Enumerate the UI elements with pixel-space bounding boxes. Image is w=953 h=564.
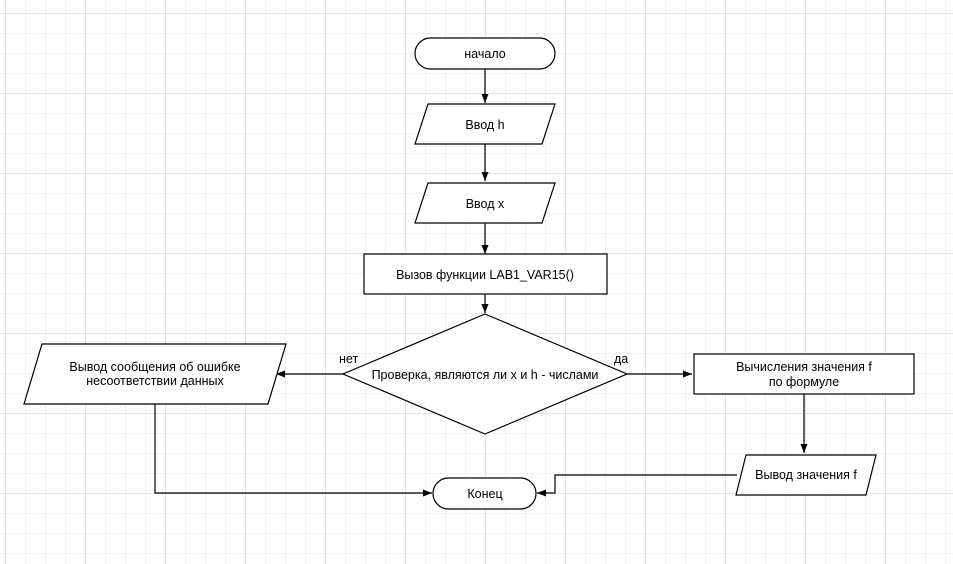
node-start-label: начало xyxy=(464,47,505,61)
node-output-f[interactable]: Вывод значения f xyxy=(735,454,877,496)
node-error-msg-line2: несоответствии данных xyxy=(86,374,224,388)
node-error-msg-line1: Вывод сообщения об ошибке xyxy=(69,360,240,374)
node-check[interactable]: Проверка, являются ли x и h - числами xyxy=(341,313,629,435)
node-input-x[interactable]: Ввод x xyxy=(414,182,556,224)
node-compute-line1: Вычисления значения f xyxy=(736,360,872,374)
node-input-x-label: Ввод x xyxy=(466,197,505,211)
node-output-f-label: Вывод значения f xyxy=(755,468,857,482)
node-end-label: Конец xyxy=(467,487,502,501)
node-input-h[interactable]: Ввод h xyxy=(414,103,556,145)
node-call-func-label: Вызов функции LAB1_VAR15() xyxy=(396,268,574,282)
node-start[interactable]: начало xyxy=(414,37,556,70)
connector-error-to-end xyxy=(154,404,432,497)
connector-output-to-end xyxy=(537,474,737,497)
node-check-label: Проверка, являются ли x и h - числами xyxy=(372,368,599,382)
edge-label-yes: да xyxy=(614,352,628,366)
connectors xyxy=(154,69,808,497)
node-end[interactable]: Конец xyxy=(432,477,537,510)
edge-label-no: нет xyxy=(339,352,358,366)
node-call-func[interactable]: Вызов функции LAB1_VAR15() xyxy=(363,253,608,295)
node-compute-line2: по формуле xyxy=(769,375,839,389)
node-compute[interactable]: Вычисления значения f по формуле xyxy=(693,353,915,395)
node-input-h-label: Ввод h xyxy=(465,118,504,132)
node-error-msg[interactable]: Вывод сообщения об ошибке несоответствии… xyxy=(23,343,287,405)
